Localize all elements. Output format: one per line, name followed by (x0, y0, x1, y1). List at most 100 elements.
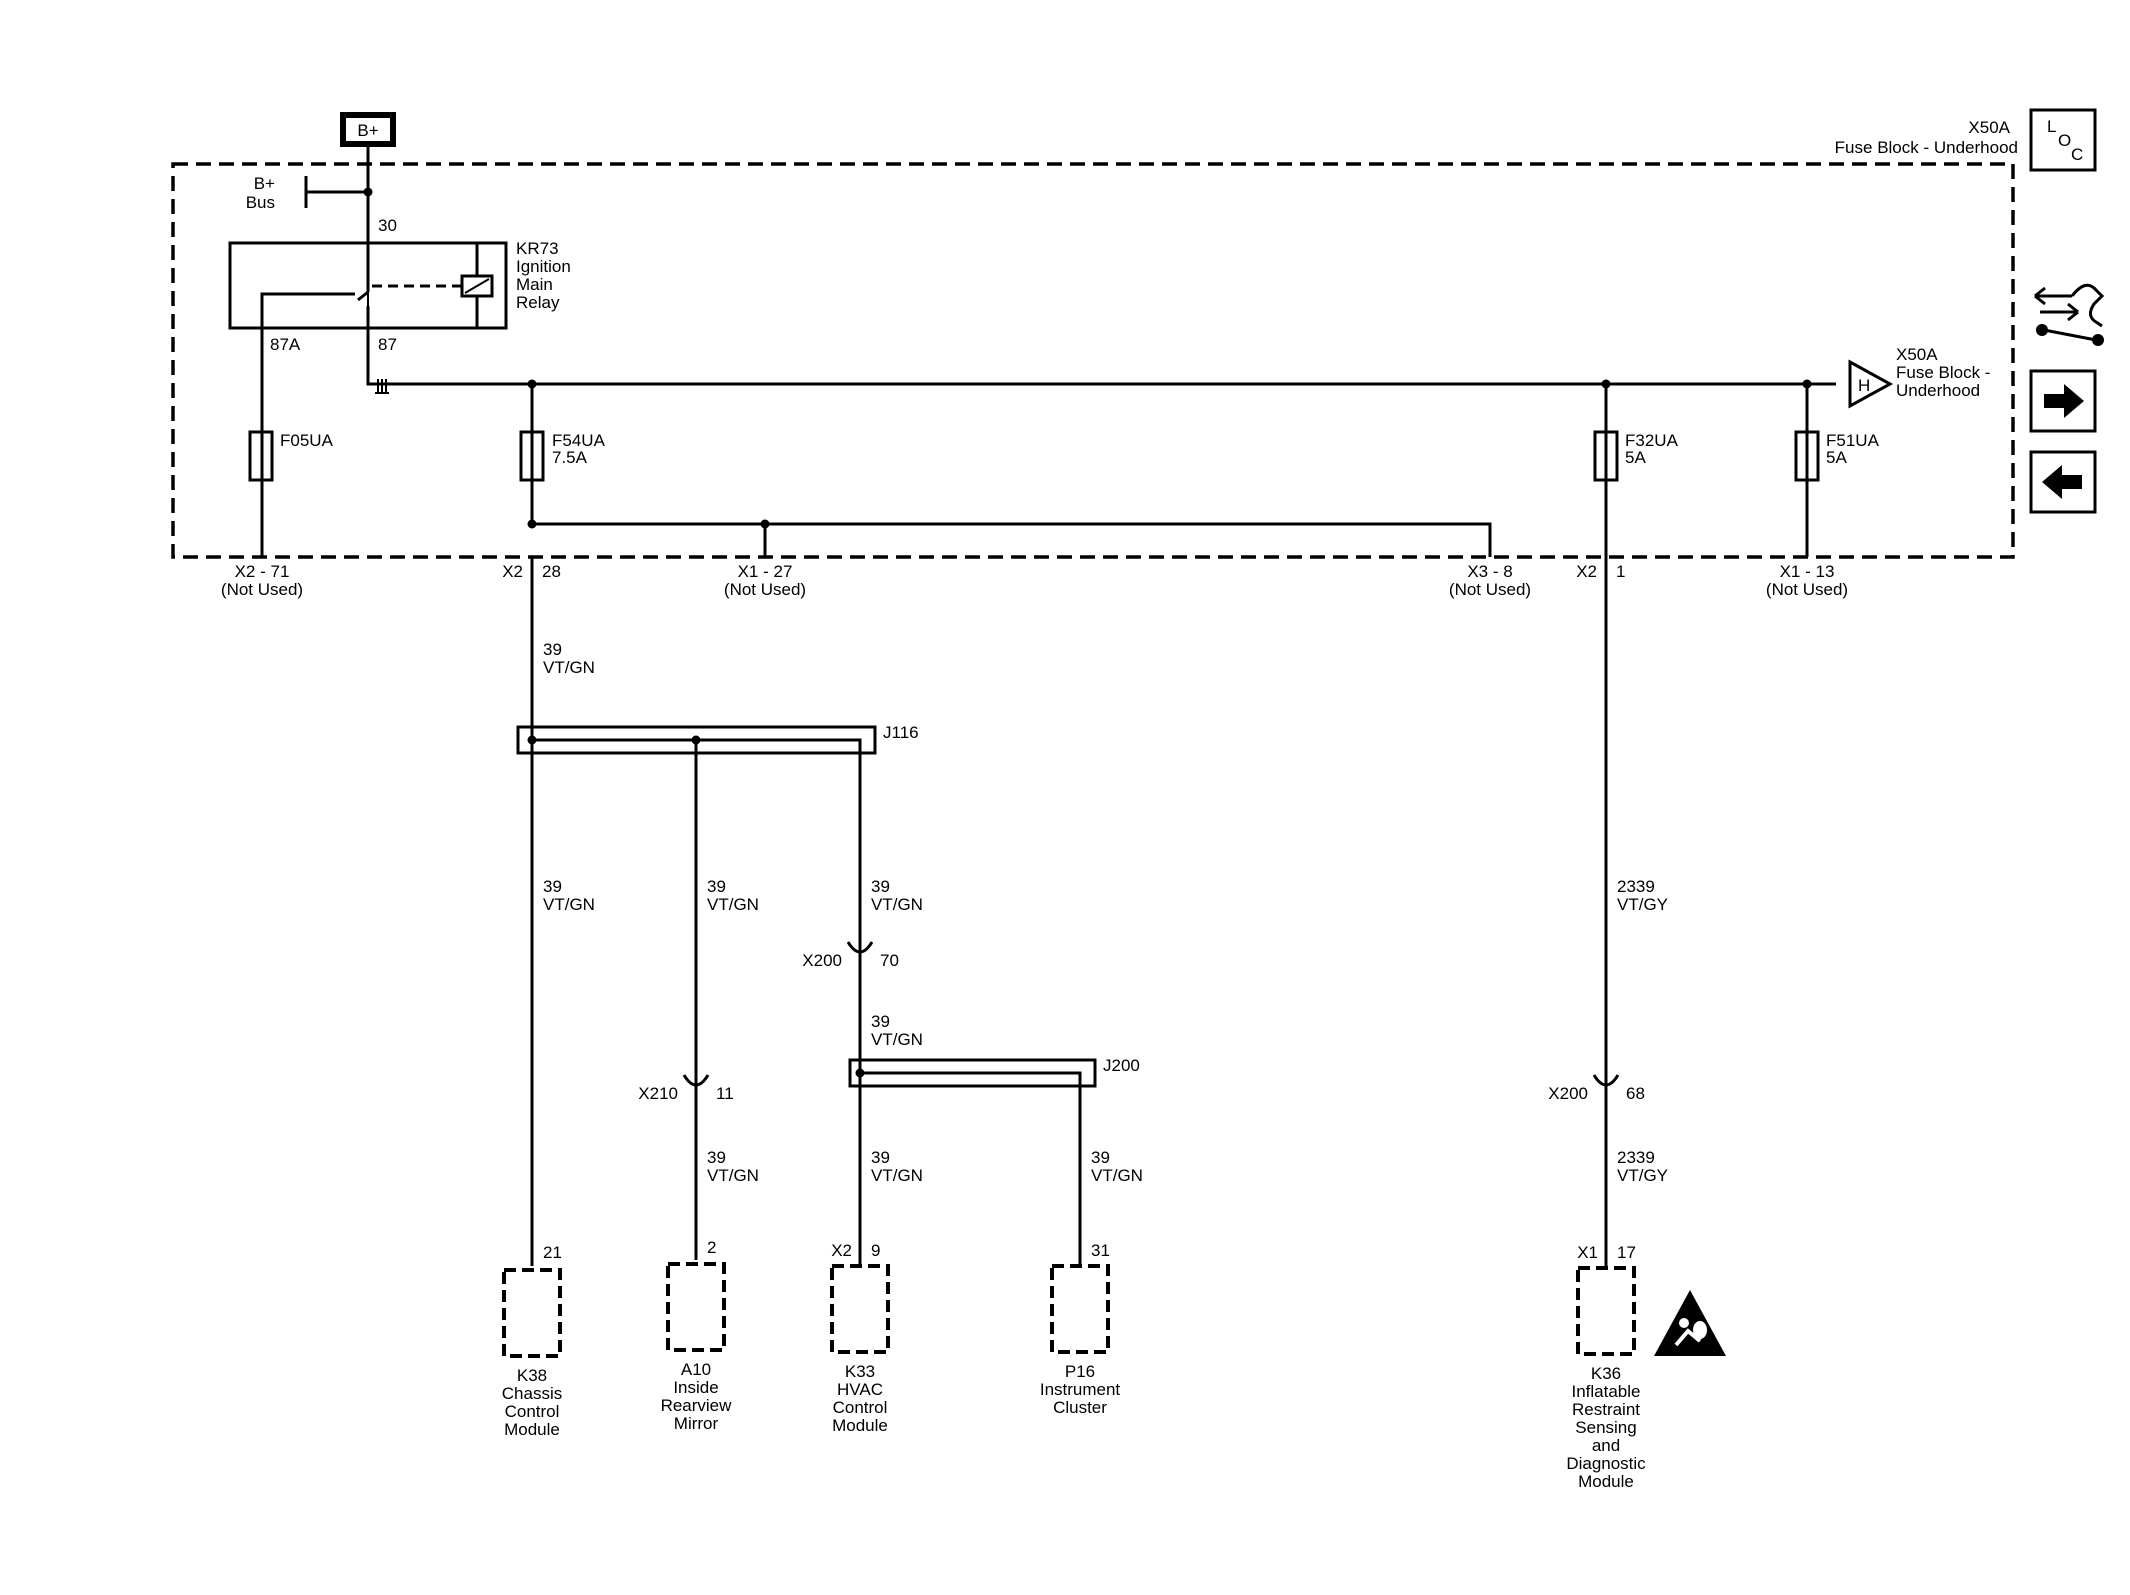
module-k36-name6: Module (1578, 1472, 1634, 1491)
pin-x1-13-not-used: (Not Used) (1766, 580, 1848, 599)
connector-ref-id: X50A (1896, 345, 1938, 364)
wire-39-color-d: VT/GN (707, 1166, 759, 1185)
inline-connector-x210 (682, 1055, 710, 1087)
wire-39-color-b: VT/GN (543, 895, 595, 914)
module-p16-name2: Cluster (1053, 1398, 1107, 1417)
fuse-block-name: Fuse Block - Underhood (1835, 138, 2018, 157)
loc-letter-o: O (2058, 131, 2071, 150)
next-page-arrow-icon[interactable] (2029, 369, 2097, 433)
previous-page-arrow-icon[interactable] (2029, 450, 2097, 514)
loc-icon[interactable]: L O C (2029, 108, 2097, 172)
fuse-f51ua (1794, 430, 1820, 482)
pin-x2-28-pin: 28 (542, 562, 561, 581)
module-k38-name3: Module (504, 1420, 560, 1439)
module-a10-id: A10 (681, 1360, 711, 1379)
wire-2339-color-b: VT/GY (1617, 1166, 1668, 1185)
relay-id: KR73 (516, 239, 559, 258)
module-k36-name1: Inflatable (1572, 1382, 1641, 1401)
wire-2339-num-a: 2339 (1617, 877, 1655, 896)
module-a10-box (666, 1262, 726, 1352)
wire-39-num-c: 39 (707, 877, 726, 896)
module-k33-conn: X2 (831, 1241, 852, 1260)
wire-39-num-a: 39 (543, 640, 562, 659)
wire-39-num-d: 39 (707, 1148, 726, 1167)
connector-ref-name-line2: Underhood (1896, 381, 1980, 400)
module-a10-name1: Inside (673, 1378, 718, 1397)
fuse-f54ua-rating: 7.5A (552, 448, 588, 467)
fuse-f32ua (1593, 430, 1619, 482)
fuse-f51ua-id: F51UA (1826, 431, 1880, 450)
module-p16-id: P16 (1065, 1362, 1095, 1381)
wire-39-color-g: VT/GN (871, 1166, 923, 1185)
fuse-block-enclosure (171, 162, 2015, 559)
fuse-f54ua-id: F54UA (552, 431, 606, 450)
wire-39-color-c: VT/GN (707, 895, 759, 914)
wire-39-num-g: 39 (871, 1148, 890, 1167)
module-k36-conn: X1 (1577, 1243, 1598, 1262)
module-k33-name1: HVAC (837, 1380, 883, 1399)
module-k36-box (1576, 1266, 1636, 1356)
wire-39-color-f: VT/GN (871, 1030, 923, 1049)
x200-a-id: X200 (802, 951, 842, 970)
module-k33-name3: Module (832, 1416, 888, 1435)
module-k33-pin: 9 (871, 1241, 880, 1260)
module-k38-id: K38 (517, 1366, 547, 1385)
x210-pin: 11 (716, 1084, 734, 1103)
wire-39-num-e: 39 (871, 877, 890, 896)
module-k36-name3: Sensing (1575, 1418, 1636, 1437)
connector-ref-name-line1: Fuse Block - (1896, 363, 1990, 382)
connector-h-letter: H (1858, 376, 1870, 395)
relay-name-line1: Ignition (516, 257, 571, 276)
module-a10-name2: Rearview (661, 1396, 733, 1415)
pin-x3-8: X3 - 8 (1467, 562, 1512, 581)
relay-pin-87a: 87A (270, 335, 301, 354)
bus-label-line1: B+ (254, 174, 275, 193)
fuse-block-id: X50A (1968, 118, 2010, 137)
x200-b-pin: 68 (1626, 1084, 1645, 1103)
battery-label: B+ (357, 121, 378, 140)
airbag-warning-icon (1654, 1290, 1726, 1356)
module-k33-name2: Control (833, 1398, 888, 1417)
wire-39-num-h: 39 (1091, 1148, 1110, 1167)
module-k36-name5: Diagnostic (1566, 1454, 1646, 1473)
battery-symbol: B+ (340, 112, 396, 147)
relay-name-line2: Main (516, 275, 553, 294)
module-k36-id: K36 (1591, 1364, 1621, 1383)
pin-x2-1-conn: X2 (1576, 562, 1597, 581)
wire-39-num-b: 39 (543, 877, 562, 896)
fuse-f05ua-id: F05UA (280, 431, 334, 450)
module-p16-name1: Instrument (1040, 1380, 1121, 1399)
module-k38-name2: Control (505, 1402, 560, 1421)
fuse-f51ua-rating: 5A (1826, 448, 1847, 467)
pin-x1-13: X1 - 13 (1780, 562, 1835, 581)
pin-x3-8-not-used: (Not Used) (1449, 580, 1531, 599)
fuse-f05ua (248, 430, 274, 482)
x200-b-id: X200 (1548, 1084, 1588, 1103)
loc-letter-c: C (2071, 145, 2083, 164)
connector-h-symbol: H (1848, 359, 1894, 409)
module-a10-name3: Mirror (674, 1414, 719, 1433)
wire-39-color-a: VT/GN (543, 658, 595, 677)
fuse-f32ua-rating: 5A (1625, 448, 1646, 467)
fuse-f54ua (519, 430, 545, 482)
wire-2339-num-b: 2339 (1617, 1148, 1655, 1167)
pin-x1-27-not-used: (Not Used) (724, 580, 806, 599)
splice-j200-label: J200 (1103, 1056, 1140, 1075)
pin-x2-28-conn: X2 (502, 562, 523, 581)
module-k36-name4: and (1592, 1436, 1620, 1455)
wire-2339-color-a: VT/GY (1617, 895, 1668, 914)
splice-j200 (848, 1058, 1097, 1266)
module-k36-name2: Restraint (1572, 1400, 1640, 1419)
inline-connector-x200-b (1592, 1055, 1620, 1087)
module-k38-name1: Chassis (502, 1384, 562, 1403)
wire-39-color-e: VT/GN (871, 895, 923, 914)
module-k36-pin: 17 (1617, 1243, 1636, 1262)
terminal-30-label: 30 (378, 216, 397, 235)
connector-info-icon[interactable] (2034, 283, 2105, 346)
fuse-f32ua-id: F32UA (1625, 431, 1679, 450)
bus-label-line2: Bus (246, 193, 275, 212)
relay-pin-87: 87 (378, 335, 397, 354)
wire-39-num-f: 39 (871, 1012, 890, 1031)
module-k33-box (830, 1264, 890, 1354)
pin-x2-71: X2 - 71 (235, 562, 290, 581)
